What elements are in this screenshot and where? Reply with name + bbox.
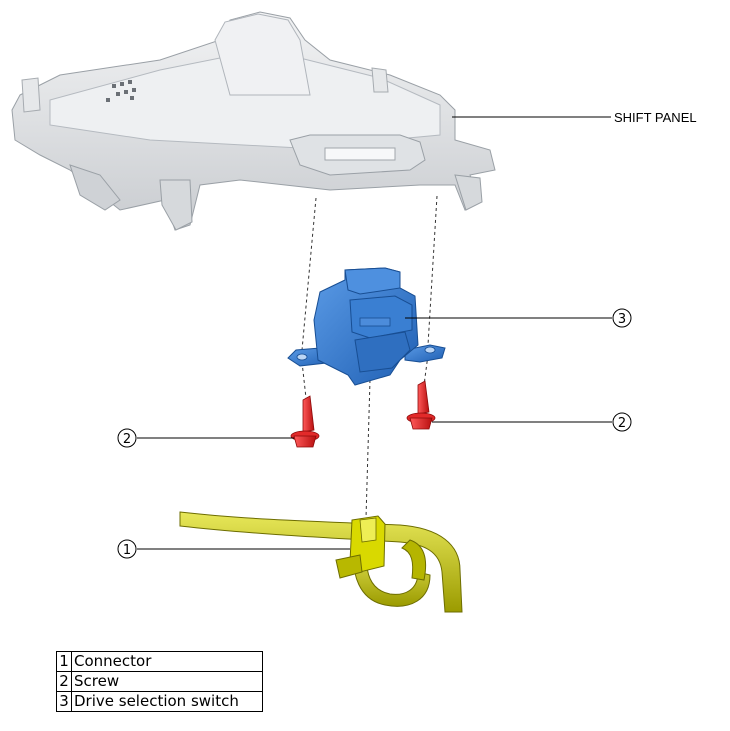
legend-row: 3 Drive selection switch: [56, 691, 263, 712]
connector: [335, 515, 386, 579]
legend-number: 2: [56, 671, 72, 692]
callout-2-left-number: 2: [123, 432, 131, 447]
legend-label: Drive selection switch: [71, 691, 263, 712]
legend-label: Connector: [71, 651, 263, 672]
wiring-harness: [179, 511, 463, 613]
screw-right: [406, 380, 436, 430]
alignment-lines: [301, 195, 438, 519]
screw-left: [290, 395, 320, 448]
legend-label: Screw: [71, 671, 263, 692]
legend-number: 1: [56, 651, 72, 672]
callout-1-number: 1: [123, 543, 131, 558]
callout-3-number: 3: [618, 312, 626, 327]
shift-panel-label: SHIFT PANEL: [614, 110, 697, 125]
shift-panel: [11, 11, 496, 231]
callout-2-right-number: 2: [618, 416, 626, 431]
drive-selection-switch: [287, 267, 446, 386]
legend-table: 1 Connector 2 Screw 3 Drive selection sw…: [56, 651, 263, 712]
legend-number: 3: [56, 691, 72, 712]
callout-2-left: 2: [117, 428, 137, 448]
callout-3: 3: [612, 308, 632, 328]
callout-1: 1: [117, 539, 137, 559]
legend-row: 2 Screw: [56, 671, 263, 692]
callout-2-right: 2: [612, 412, 632, 432]
exploded-view-diagram: SHIFT PANEL: [11, 11, 697, 613]
legend-row: 1 Connector: [56, 651, 263, 672]
